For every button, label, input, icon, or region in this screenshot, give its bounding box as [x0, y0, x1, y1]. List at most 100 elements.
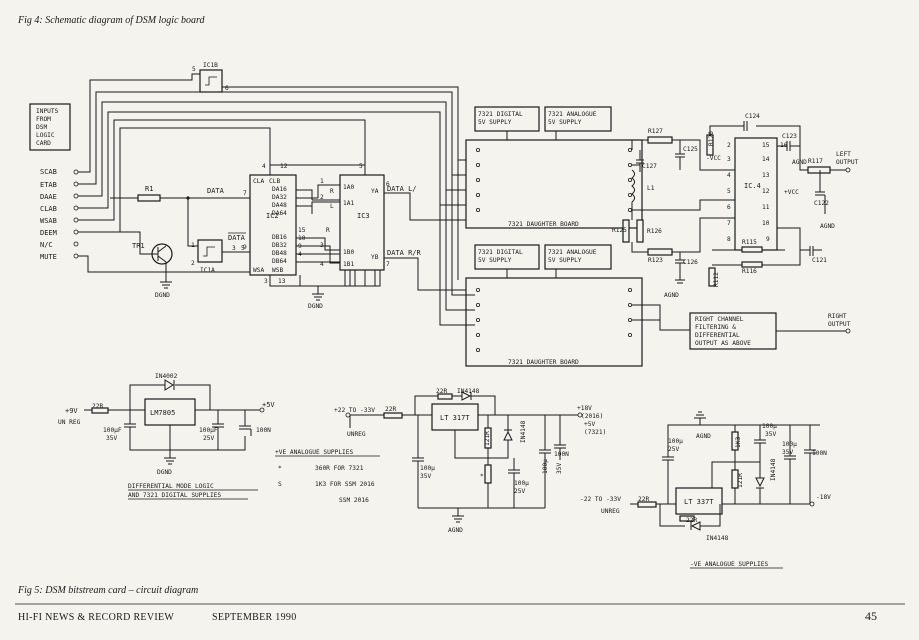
ic3-pin-6: 6: [386, 181, 390, 188]
fs-r127: R127: [648, 128, 663, 135]
sp-note-2: 1K3 FOR SSM 2016: [315, 481, 375, 488]
sn-c1-1: 100μ: [668, 438, 683, 445]
sp-note-3: SSM 2016: [339, 497, 369, 504]
ic2-da48: DA48: [272, 202, 287, 209]
s5-diode: IN4002: [155, 373, 178, 380]
sp-out1n: (2016): [581, 413, 603, 420]
db1-analogue-1: 7321 ANALOGUE: [548, 111, 597, 118]
sp-out2: +5V: [584, 421, 595, 428]
signal-wsab: WSAB: [40, 217, 57, 225]
fs-agnd-1: AGND: [664, 292, 679, 299]
sn-c2-1: 100μ: [762, 423, 777, 430]
filter-stage: R127 C127 C125 L1 R126 R125 R123 C126 AG…: [612, 113, 859, 299]
footer-page-number: 45: [865, 609, 877, 623]
fs-pin-4: 4: [727, 172, 731, 179]
ic3-label: IC3: [357, 212, 370, 220]
fs-l1: L1: [647, 185, 655, 192]
ic3-pin-2: 2: [320, 194, 324, 201]
fs-c127: C127: [642, 163, 657, 170]
tr1-ground: DGND: [155, 292, 170, 299]
ic1b-pin-in: 5: [192, 66, 196, 73]
fs-pin-8: 8: [727, 236, 731, 243]
ic2-db16: DB16: [272, 234, 287, 241]
ic3-pin-5: 5: [359, 163, 363, 170]
sp-out1: +18V: [577, 405, 592, 412]
db1-analogue-2: 5V SUPPLY: [548, 119, 582, 126]
sp-in-note: UNREG: [347, 431, 366, 438]
ic2-pin-9: 9: [243, 244, 247, 251]
fs-vcc-neg: -VCC: [706, 155, 721, 162]
inputs-box: INPUTS FROM DSM LOGIC CARD: [29, 103, 71, 151]
sp-d2: IN4148: [520, 420, 527, 443]
ic3-1a0: 1A0: [343, 184, 354, 191]
footer-magazine: HI-FI NEWS & RECORD REVIEW: [18, 612, 174, 623]
ic2-da16: DA16: [272, 186, 287, 193]
ic3-1a1: 1A1: [343, 200, 354, 207]
fig4-caption: Fig 4: Schematic diagram of DSM logic bo…: [17, 15, 206, 26]
fs-pin-10: 10: [762, 220, 770, 227]
inputs-line-5: CARD: [36, 140, 51, 147]
sp-c4-2: 35V: [556, 463, 563, 474]
db2-analogue-2: 5V SUPPLY: [548, 257, 582, 264]
fs-agnd-3: AGND: [820, 223, 835, 230]
r1-resistor: R1: [110, 185, 250, 247]
fs-pin-14: 14: [762, 156, 770, 163]
ic1a-pin-5: 5: [241, 245, 245, 252]
fs-pin-13: 13: [762, 172, 770, 179]
sp-c2-2: 35V: [420, 473, 431, 480]
s5-in-note: UN REG: [58, 419, 81, 426]
sn-in-note: UNREG: [601, 508, 620, 515]
ic3-pin-7: 7: [386, 261, 390, 268]
r1-label: R1: [145, 185, 153, 193]
input-signals: SCAB ETAB DAAE CLAB WSAB DEEM N/C MUTE: [40, 168, 79, 261]
ic2-data-in: DATA: [207, 187, 225, 195]
s5-in-v: +9V: [65, 407, 78, 415]
ic2-da64: DA64: [272, 210, 287, 217]
daughter-board-2: 7321 DIGITAL 5V SUPPLY 7321 ANALOGUE 5V …: [439, 160, 690, 367]
sp-r-adj: 121R: [484, 431, 491, 446]
sp-c2-1: 100μ: [420, 465, 435, 472]
fs-r123: R123: [648, 257, 663, 264]
fs-r125: R125: [612, 227, 627, 234]
ic3-yb: YB: [371, 254, 379, 261]
ic3-chip: IC3 1A0 1A1 1B0 1B1 YA YB 1 2 3 5 6 7 4 …: [269, 163, 475, 310]
ic3-out-a: DATA L/: [387, 185, 417, 193]
daughter-board-1: 7321 DIGITAL 5V SUPPLY 7321 ANALOGUE 5V …: [465, 106, 643, 229]
fs-agnd-2: AGND: [792, 159, 807, 166]
db2-digital-1: 7321 DIGITAL: [478, 249, 523, 256]
fs-r117: R117: [808, 158, 823, 165]
sn-in-v: -22 TO -33V: [580, 496, 621, 503]
sp-note-2-sym: S: [278, 481, 282, 488]
fs-pin-11: 11: [762, 204, 770, 211]
sn-c3-2: 35V: [782, 449, 793, 456]
inputs-line-1: INPUTS: [36, 108, 59, 115]
sp-c3-1: 100μ: [514, 480, 529, 487]
sp-note-1: 360R FOR 7321: [315, 465, 364, 472]
sp-note-title: +VE ANALOGUE SUPPLIES: [275, 449, 354, 456]
sn-fb-d: IN4148: [706, 535, 729, 542]
ic2-pin-4: 4: [262, 163, 266, 170]
ic3-mid-r2: R: [326, 227, 330, 234]
ic2-pin-15: 15: [298, 227, 306, 234]
fs-c124: C124: [745, 113, 760, 120]
right-channel-box: RIGHT CHANNEL FILTERING & DIFFERENTIAL O…: [689, 312, 851, 350]
fs-pin-9: 9: [766, 236, 770, 243]
ic3-ya: YA: [371, 188, 379, 195]
s5-c-out-1: 100μF: [199, 427, 218, 434]
sn-fb-r: 22R: [686, 517, 697, 524]
ic2-pin-7: 7: [243, 190, 247, 197]
fs-r112: R112: [713, 272, 720, 287]
ic2-da32: DA32: [272, 194, 287, 201]
sp-out2n: (7321): [584, 429, 606, 436]
rc-line-1: RIGHT CHANNEL: [695, 316, 744, 323]
db1-digital-2: 5V SUPPLY: [478, 119, 512, 126]
ic1a-pin-1: 1: [191, 242, 195, 249]
inputs-line-3: DSM: [36, 124, 47, 131]
sn-r2: 121R: [737, 473, 744, 488]
s5-out-v: +5V: [262, 401, 275, 409]
ic2-chip: IC2 CLA CLB 4 12 DA16 DA32 DA48 DA64 DB1…: [207, 163, 365, 285]
fs-pin-7: 7: [727, 220, 731, 227]
ic3-mid-l: L: [330, 203, 334, 210]
right-output-1: RIGHT: [828, 313, 847, 320]
